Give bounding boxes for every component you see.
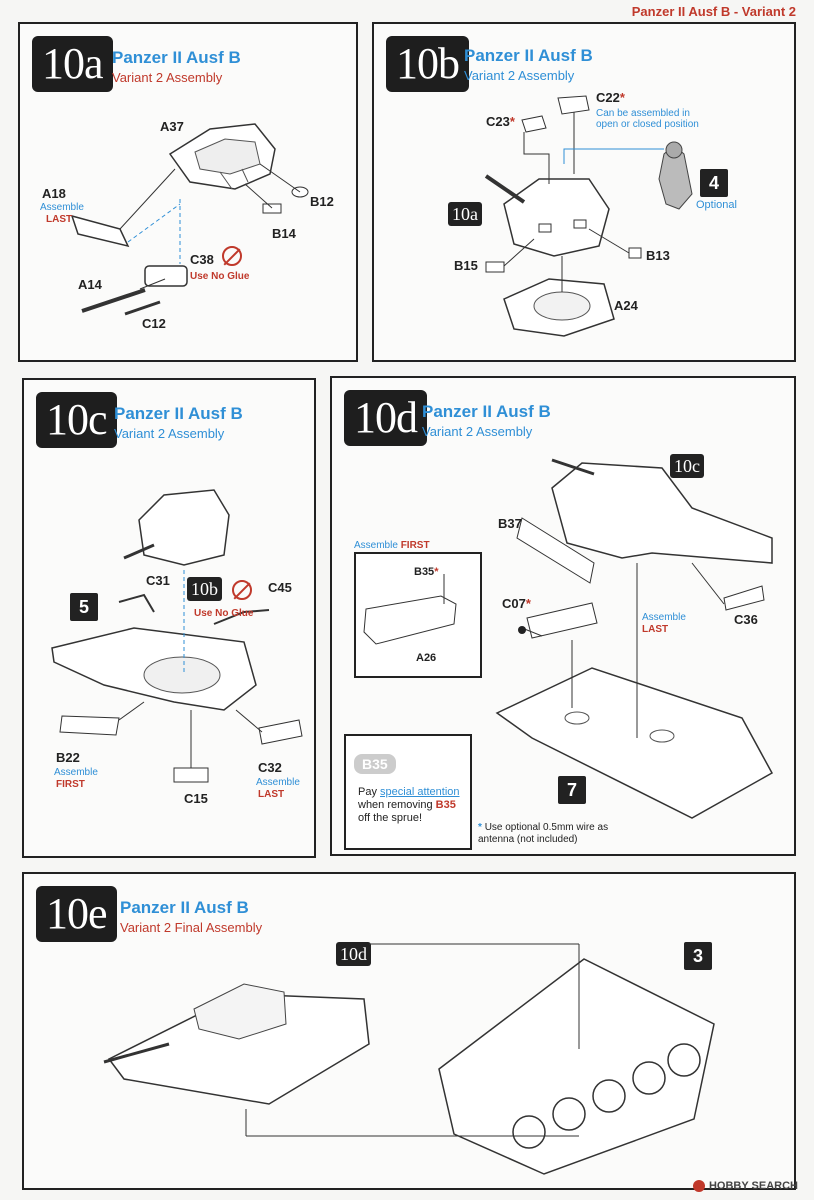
c32-last-note: LAST (258, 789, 285, 800)
step-title: Panzer II Ausf B (464, 46, 593, 65)
no-glue-icon (222, 246, 242, 266)
figure-optional-note: Optional (696, 199, 737, 211)
step-10a-panel: 10a Panzer II Ausf B Variant 2 Assembly … (18, 22, 358, 362)
warning-part-tag: B35 (354, 754, 396, 774)
part-label-c32: C32 (258, 760, 282, 775)
step-subtitle: Variant 2 Assembly (114, 426, 225, 441)
part-label-b12: B12 (310, 194, 334, 209)
c36-assemble-note: Assemble (642, 612, 686, 623)
step-subtitle: Variant 2 Assembly (112, 70, 223, 85)
part-label-c38: C38 (190, 252, 214, 267)
part-label-c07: C07* (502, 596, 531, 611)
c36-last-note: LAST (642, 624, 669, 635)
step-badge: 10a (32, 36, 113, 92)
ref-10b-badge: 10b (187, 577, 222, 601)
part-label-c12: C12 (142, 316, 166, 331)
part-label-c36: C36 (734, 612, 758, 627)
part-label-a24: A24 (614, 298, 638, 313)
part-label-a18: A18 (42, 186, 66, 201)
step-badge: 10e (36, 886, 117, 942)
a18-last-note: LAST (46, 214, 73, 225)
part-label-c31: C31 (146, 573, 170, 588)
part-label-b14: B14 (272, 226, 296, 241)
part-label-b35: B35* (414, 566, 439, 578)
step-7-number: 7 (558, 776, 586, 804)
step-title: Panzer II Ausf B (120, 898, 249, 917)
step-title: Panzer II Ausf B (114, 404, 243, 423)
step-10d-drawing (495, 458, 774, 819)
step-badge: 10c (36, 392, 117, 448)
part-label-b13: B13 (646, 248, 670, 263)
step-10c-panel: 10c Panzer II Ausf B Variant 2 Assembly … (22, 378, 316, 858)
part-label-c15: C15 (184, 791, 208, 806)
ref-no-glue-note: Use No Glue (194, 608, 254, 619)
part-label-c22: C22* (596, 90, 625, 105)
part-label-b15: B15 (454, 258, 478, 273)
step-10c-drawing (51, 489, 303, 783)
b22-assemble-note: Assemble (54, 767, 98, 778)
no-glue-icon (232, 580, 252, 600)
page-header-title: Panzer II Ausf B - Variant 2 (631, 4, 796, 19)
ref-10a-badge: 10a (448, 202, 482, 226)
part-label-b37: B37 (498, 516, 522, 531)
step-10b-panel: 10b Panzer II Ausf B Variant 2 Assembly … (372, 22, 796, 362)
step-badge: 10b (386, 36, 469, 92)
part-label-a26: A26 (416, 652, 437, 664)
step-badge: 10d (344, 390, 427, 446)
c32-assemble-note: Assemble (256, 777, 300, 788)
step-subtitle: Variant 2 Final Assembly (120, 920, 263, 935)
hobby-search-logo-icon (692, 1180, 705, 1192)
step-3-number: 3 (684, 942, 712, 970)
c38-no-glue-note: Use No Glue (190, 271, 250, 282)
step-10e-drawing (103, 943, 715, 1175)
step-10e-panel: 10e Panzer II Ausf B Variant 2 Final Ass… (22, 872, 796, 1190)
figure-step-number: 4 (700, 169, 728, 197)
inset-drawing (363, 574, 457, 645)
step-subtitle: Variant 2 Assembly (422, 424, 533, 439)
part-label-a14: A14 (78, 277, 102, 292)
part-label-a37: A37 (160, 119, 184, 134)
antenna-footnote: * Use optional 0.5mm wire as antenna (no… (478, 822, 609, 845)
b35-warning-box: B35 Pay special attention when removing … (344, 734, 472, 850)
step-title: Panzer II Ausf B (422, 402, 551, 421)
step-title: Panzer II Ausf B (112, 48, 241, 67)
a18-assemble-note: Assemble (40, 202, 84, 213)
road-wheels (512, 1043, 701, 1149)
step-10a-drawing (70, 123, 309, 316)
ref-10d-badge: 10d (336, 942, 371, 966)
step-5-number: 5 (70, 593, 98, 621)
c22-position-note: Can be assembled in open or closed posit… (596, 108, 699, 130)
step-subtitle: Variant 2 Assembly (464, 68, 575, 83)
step-10b-drawing (484, 95, 693, 337)
b22-first-note: FIRST (56, 779, 85, 790)
b35-assembly-inset: B35* A26 (354, 552, 482, 678)
watermark: HOBBY SEARCH (692, 1180, 798, 1192)
inset-assemble-label: Assemble FIRST (354, 540, 430, 551)
step-10d-panel: 10d Panzer II Ausf B Variant 2 Assembly … (330, 376, 796, 856)
part-label-c23: C23* (486, 114, 515, 129)
ref-10c-badge: 10c (670, 454, 704, 478)
part-label-b22: B22 (56, 750, 80, 765)
warning-text: Pay special attention when removing B35 … (358, 786, 460, 824)
part-label-c45: C45 (268, 580, 292, 595)
